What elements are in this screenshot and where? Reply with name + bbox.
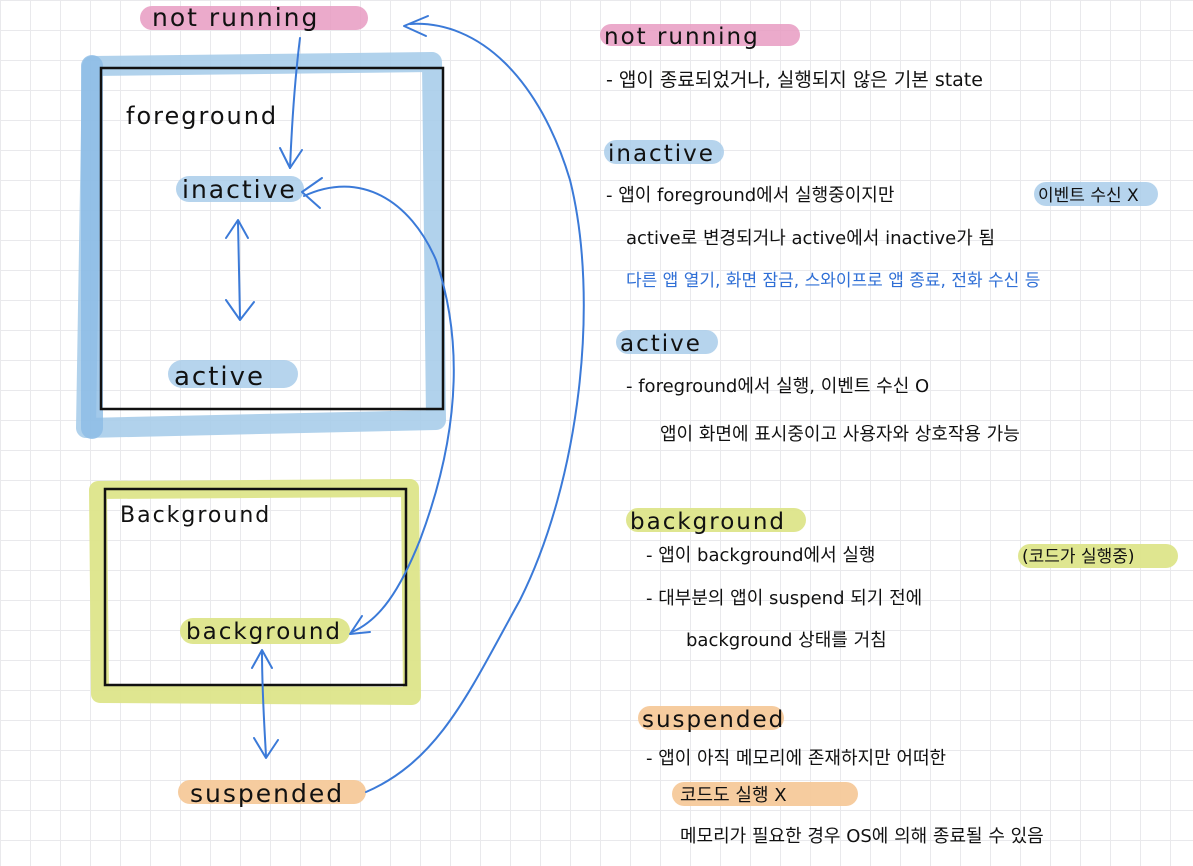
arrowhead-up-inactive: [225, 219, 249, 239]
note-background-highlight: (코드가 실행중): [1022, 547, 1135, 567]
inactive-text: inactive: [182, 175, 297, 204]
arrowhead-up-background: [251, 649, 273, 669]
arrow-inactive-to-background: [303, 185, 455, 633]
note-suspended-line1: - 앱이 아직 메모리에 존재하지만 어떠한: [646, 748, 946, 769]
background-text: background: [186, 619, 342, 645]
background-box-label: Background: [120, 503, 271, 528]
note-background-line3: background 상태를 거침: [686, 630, 887, 651]
note-background: background - 앱이 background에서 실행 (코드가 실행중…: [626, 508, 1178, 651]
active-node: active: [168, 360, 298, 392]
note-suspended: suspended - 앱이 아직 메모리에 존재하지만 어떠한 코드도 실행 …: [638, 706, 1044, 847]
arrowhead-background: [349, 615, 371, 635]
foreground-box: foreground: [76, 52, 446, 439]
note-inactive-highlight: 이벤트 수신 X: [1038, 186, 1139, 206]
active-text: active: [174, 362, 265, 392]
suspended-node: suspended: [178, 779, 366, 808]
note-suspended-highlight: 코드도 실행 X: [680, 785, 787, 806]
note-inactive-line2: active로 변경되거나 active에서 inactive가 됨: [626, 228, 995, 249]
not-running-label: not running: [140, 3, 368, 32]
note-not-running-title: not running: [604, 24, 760, 50]
arrowhead-inactive-return: [301, 177, 323, 209]
note-not-running-line1: - 앱이 종료되었거나, 실행되지 않은 기본 state: [606, 69, 983, 91]
not-running-text: not running: [152, 3, 319, 32]
note-active-line2: 앱이 화면에 표시중이고 사용자와 상호작용 가능: [660, 424, 1020, 445]
note-background-line1: - 앱이 background에서 실행: [646, 545, 875, 566]
inactive-node: inactive: [176, 175, 304, 204]
suspended-text: suspended: [190, 779, 344, 808]
note-background-line2: - 대부분의 앱이 suspend 되기 전에: [646, 588, 922, 609]
arrow-inactive-active: [237, 221, 241, 319]
note-active: active - foreground에서 실행, 이벤트 수신 O 앱이 화면…: [616, 330, 1020, 445]
background-box: Background: [89, 479, 421, 705]
arrowhead-down-suspended: [253, 737, 279, 759]
arrowhead-not-running: [403, 15, 429, 37]
arrow-not-running-to-inactive: [289, 37, 301, 169]
note-active-title: active: [620, 331, 702, 357]
note-inactive-title: inactive: [608, 141, 715, 167]
note-inactive: inactive - 앱이 foreground에서 실행중이지만 이벤트 수신…: [604, 140, 1158, 291]
note-suspended-line3: 메모리가 필요한 경우 OS에 의해 종료될 수 있음: [680, 826, 1044, 847]
note-inactive-examples: 다른 앱 열기, 화면 잠금, 스와이프로 앱 종료, 전화 수신 등: [626, 271, 1040, 291]
arrowhead-inactive: [279, 147, 303, 169]
arrowhead-down-active: [225, 299, 255, 321]
note-suspended-title: suspended: [642, 707, 785, 733]
note-inactive-line1: - 앱이 foreground에서 실행중이지만: [606, 185, 894, 206]
arrow-background-suspended: [261, 651, 267, 757]
note-not-running: not running - 앱이 종료되었거나, 실행되지 않은 기본 stat…: [600, 24, 983, 91]
background-node: background: [180, 618, 350, 645]
arrow-suspended-to-not-running: [365, 22, 585, 793]
foreground-box-label: foreground: [126, 102, 278, 130]
note-active-line1: - foreground에서 실행, 이벤트 수신 O: [626, 376, 929, 397]
note-background-title: background: [630, 509, 786, 535]
